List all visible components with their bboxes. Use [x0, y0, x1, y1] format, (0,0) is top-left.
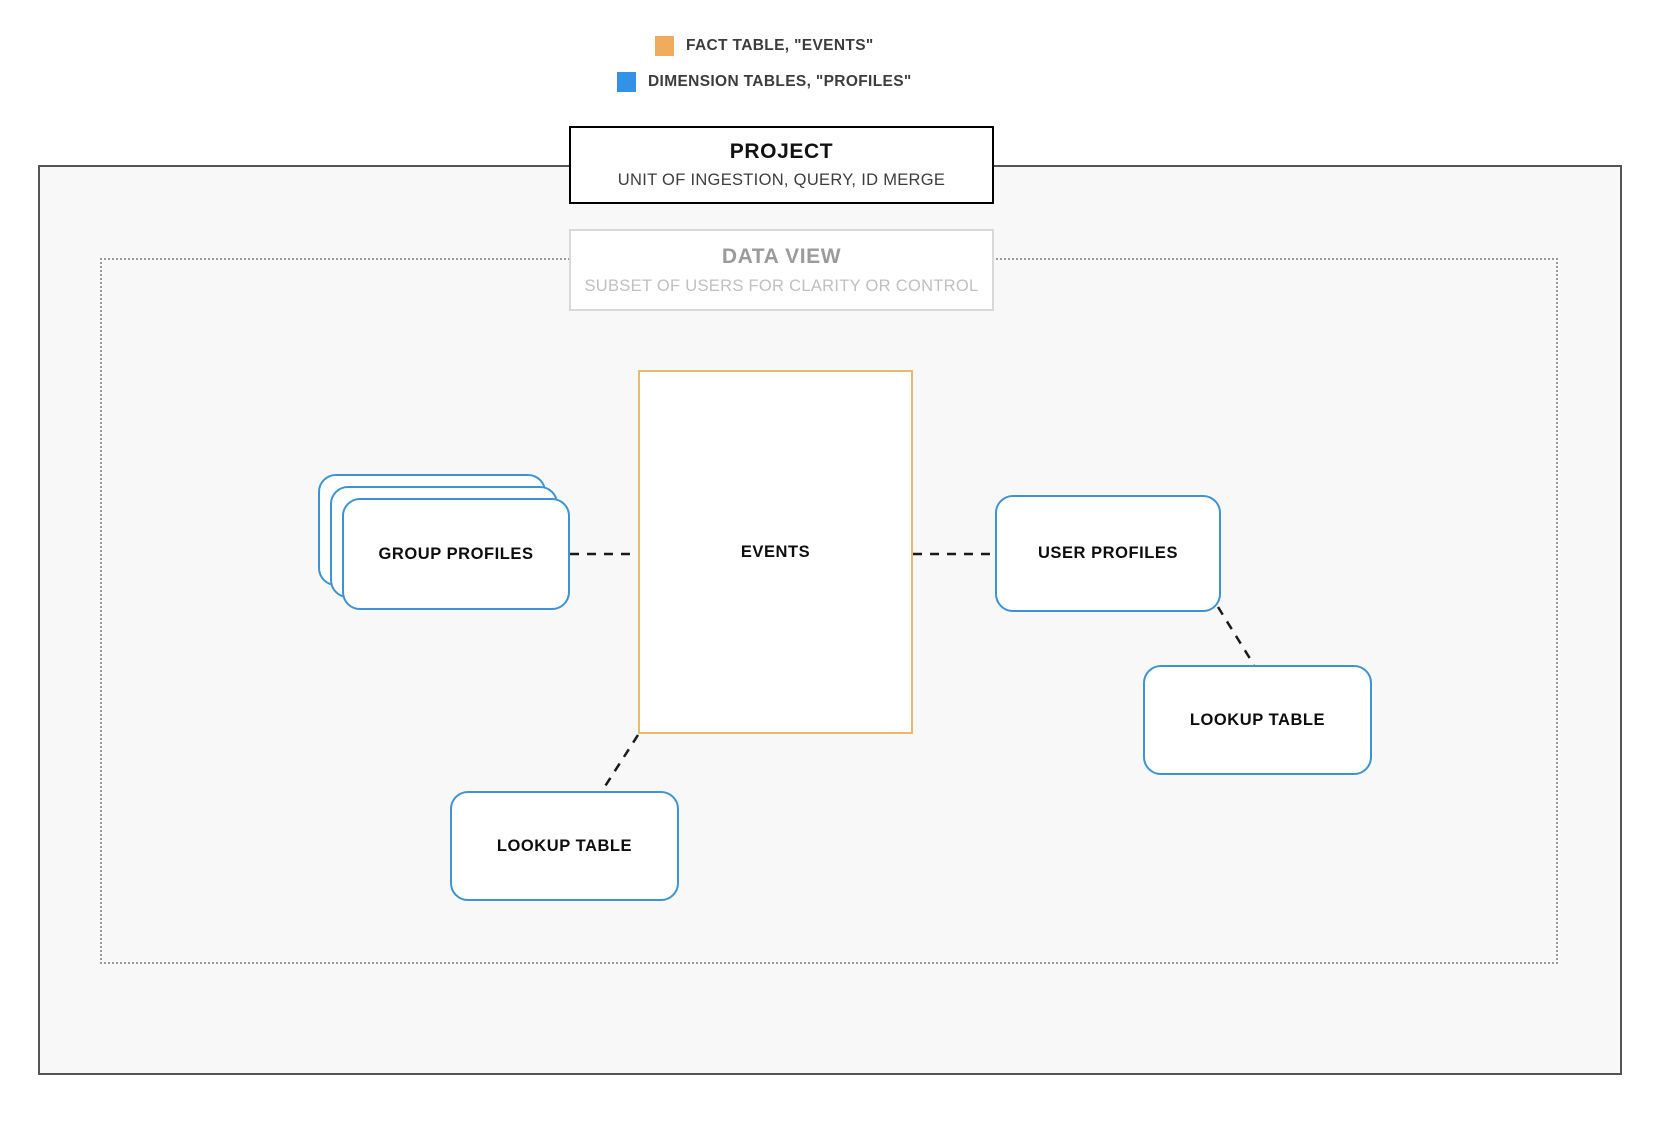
- node-lookup-table-left[interactable]: LOOKUP TABLE: [450, 791, 679, 901]
- data-view-title: DATA VIEW: [721, 244, 842, 268]
- legend-label-fact-table: FACT TABLE, "EVENTS": [686, 37, 874, 54]
- node-group-profiles[interactable]: GROUP PROFILES: [318, 474, 570, 610]
- node-user-profiles[interactable]: USER PROFILES: [995, 495, 1221, 612]
- legend-item-dimension-tables: DIMENSION TABLES, "PROFILES": [617, 72, 912, 92]
- blue-square-swatch: [617, 72, 636, 92]
- node-user-profiles-label: USER PROFILES: [1037, 544, 1179, 562]
- node-lookup-table-right[interactable]: LOOKUP TABLE: [1143, 665, 1372, 775]
- data-view-subtitle: SUBSET OF USERS FOR CLARITY OR CONTROL: [584, 276, 979, 295]
- legend-label-dimension-tables: DIMENSION TABLES, "PROFILES": [648, 73, 912, 90]
- group-profiles-card-front[interactable]: GROUP PROFILES: [342, 498, 570, 610]
- node-events-label: EVENTS: [740, 542, 811, 561]
- node-lookup-table-right-label: LOOKUP TABLE: [1189, 710, 1326, 729]
- node-events[interactable]: EVENTS: [638, 370, 913, 734]
- legend-item-fact-table: FACT TABLE, "EVENTS": [655, 36, 874, 56]
- project-title: PROJECT: [729, 140, 834, 163]
- node-lookup-table-left-label: LOOKUP TABLE: [496, 836, 633, 855]
- node-group-profiles-label: GROUP PROFILES: [378, 544, 534, 563]
- orange-square-swatch: [655, 36, 674, 56]
- data-view-header-box: DATA VIEW SUBSET OF USERS FOR CLARITY OR…: [569, 229, 994, 311]
- project-subtitle: UNIT OF INGESTION, QUERY, ID MERGE: [617, 171, 946, 189]
- project-header-box: PROJECT UNIT OF INGESTION, QUERY, ID MER…: [569, 126, 994, 204]
